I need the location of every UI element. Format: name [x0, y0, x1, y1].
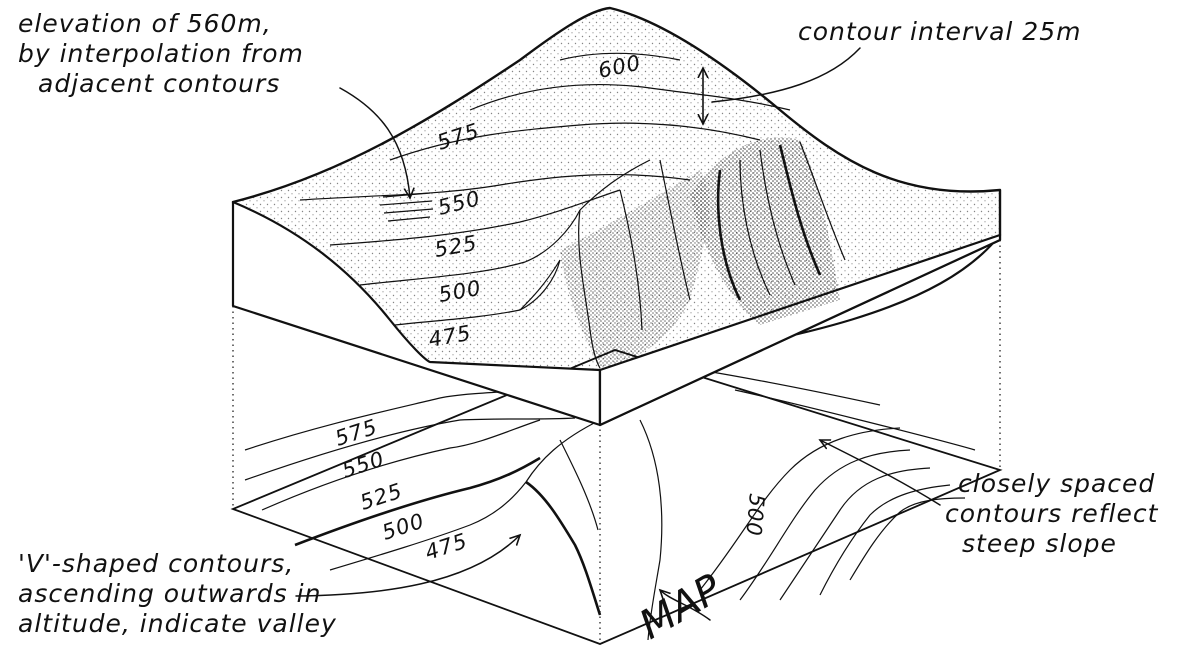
elevation-note-line-2: by interpolation from — [18, 39, 304, 68]
valley-note-line-2: ascending outwards in — [18, 579, 321, 608]
interval-note: contour interval 25m — [798, 17, 1081, 46]
valley-note-line-1: 'V'-shaped contours, — [18, 549, 294, 578]
steep-note-line-1: closely spaced — [958, 469, 1155, 498]
valley-note-line-3: altitude, indicate valley — [18, 609, 337, 638]
elevation-note-line-1: elevation of 560m, — [18, 9, 272, 38]
steep-note-line-2: contours reflect — [945, 499, 1159, 528]
steep-note-line-3: steep slope — [962, 529, 1117, 558]
map-label-575: 575 — [332, 415, 380, 451]
elevation-note-line-3: adjacent contours — [38, 69, 280, 98]
block-diagram: 600 575 550 525 500 475 — [233, 8, 1000, 425]
map-label-500-steep: 500 — [741, 493, 769, 538]
